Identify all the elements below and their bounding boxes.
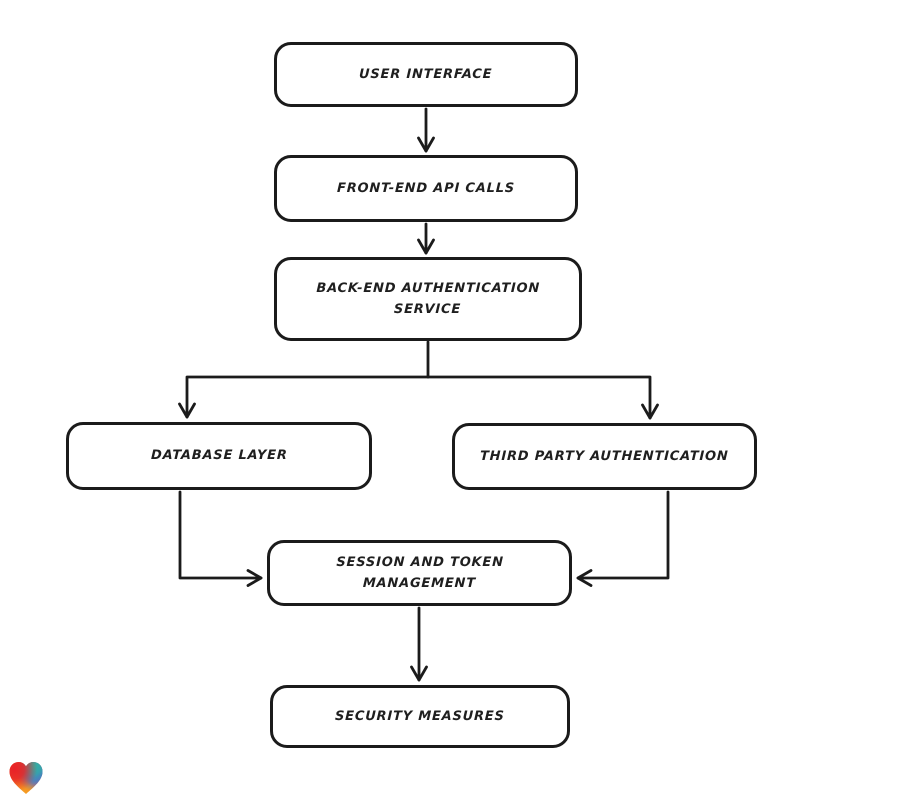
node-session-and-token-management[interactable]: SESSION AND TOKEN MANAGEMENT <box>267 540 572 606</box>
node-back-end-authentication-service-label: BACK-END AUTHENTICATION SERVICE <box>316 280 541 317</box>
node-security-measures[interactable]: SECURITY MEASURES <box>270 685 570 748</box>
node-database-layer[interactable]: DATABASE LAYER <box>66 422 372 490</box>
node-security-measures-label: SECURITY MEASURES <box>334 708 506 724</box>
edge-back-end-auth-to-third-party <box>426 375 659 420</box>
node-user-interface-label: USER INTERFACE <box>359 66 493 82</box>
node-third-party-authentication[interactable]: THIRD PARTY AUTHENTICATION <box>452 423 757 490</box>
node-session-and-token-management-label: SESSION AND TOKEN MANAGEMENT <box>335 554 504 591</box>
edge-back-end-auth-to-database <box>178 375 430 419</box>
node-back-end-authentication-service[interactable]: BACK-END AUTHENTICATION SERVICE <box>274 257 582 341</box>
node-front-end-api-calls[interactable]: FRONT-END API CALLS <box>274 155 578 222</box>
node-database-layer-label: DATABASE LAYER <box>150 448 288 464</box>
gradient-heart-logo <box>8 761 44 795</box>
node-third-party-authentication-label: THIRD PARTY AUTHENTICATION <box>479 448 730 464</box>
edge-third-party-to-session <box>576 490 670 587</box>
edge-database-to-session <box>178 490 263 587</box>
node-user-interface[interactable]: USER INTERFACE <box>274 42 578 107</box>
node-front-end-api-calls-label: FRONT-END API CALLS <box>336 180 516 196</box>
